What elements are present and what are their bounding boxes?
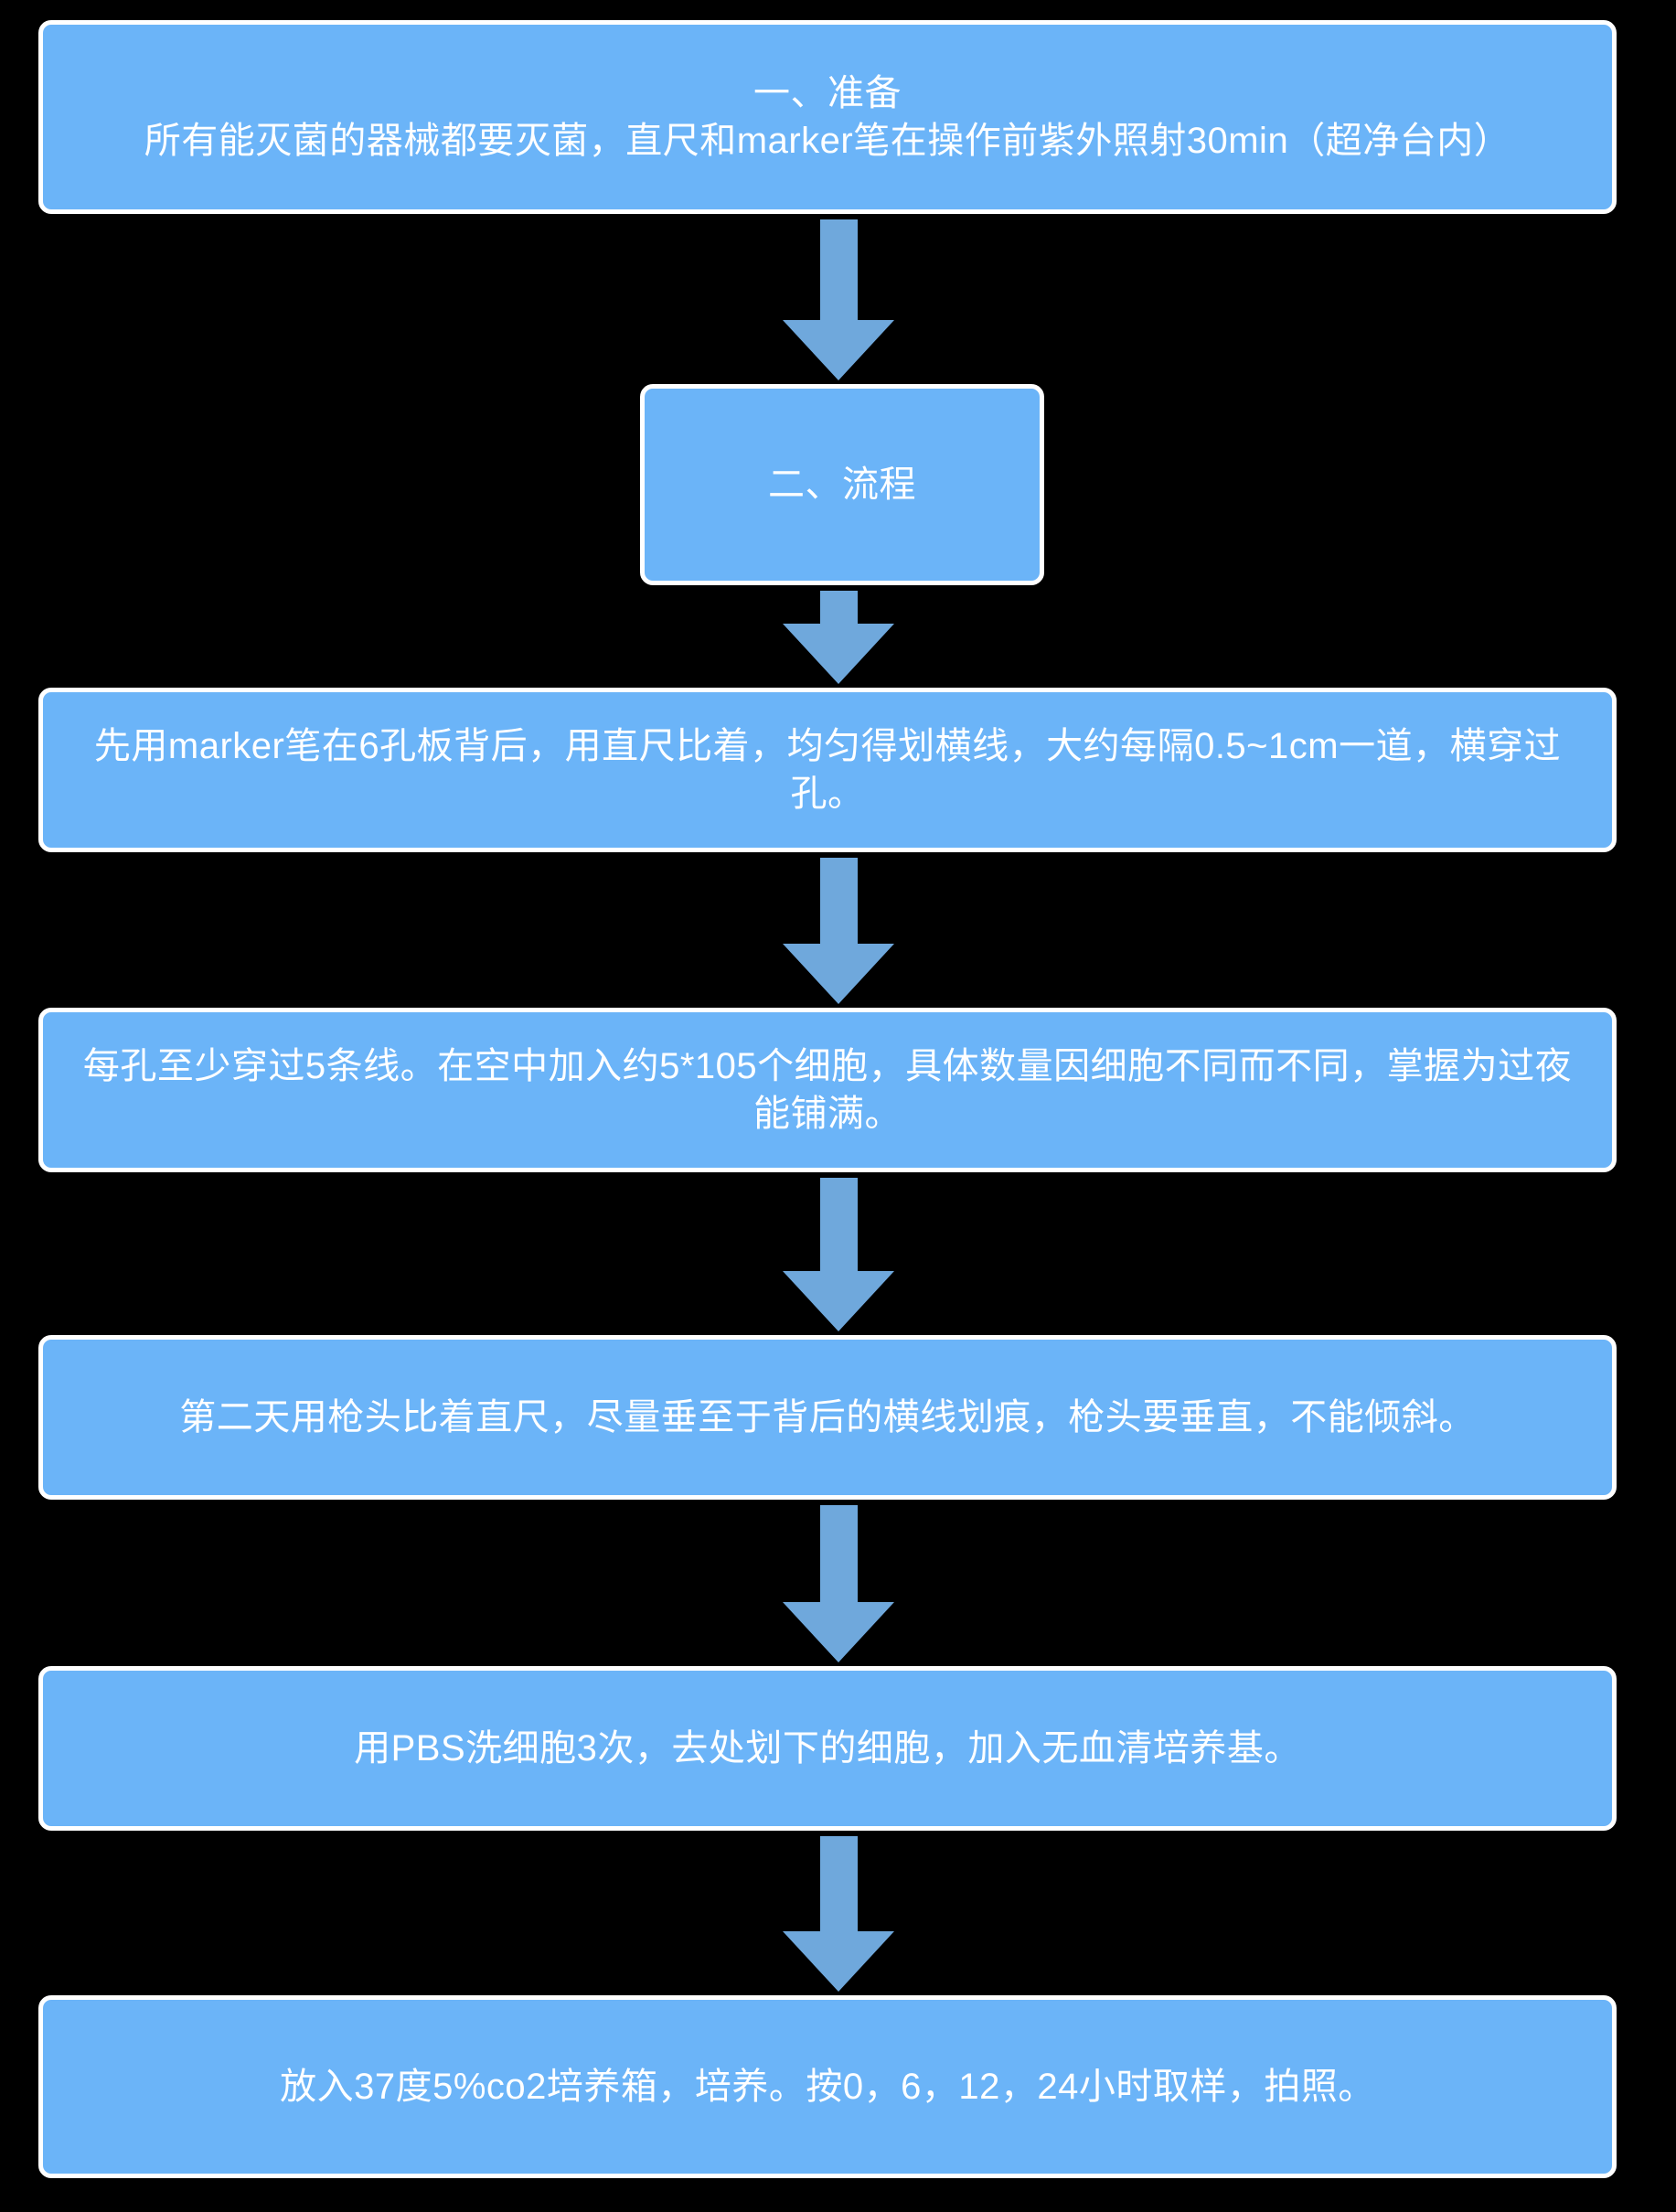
flow-node-seed-cells: 每孔至少穿过5条线。在空中加入约5*105个细胞，具体数量因细胞不同而不同，掌握… bbox=[38, 1008, 1617, 1172]
flow-node-process-section: 二、流程 bbox=[640, 384, 1044, 585]
arrow-head bbox=[783, 1271, 894, 1331]
arrow-head bbox=[783, 1602, 894, 1662]
arrow-down-icon bbox=[783, 858, 894, 1004]
flow-node-marker-lines: 先用marker笔在6孔板背后，用直尺比着，均匀得划横线，大约每隔0.5~1cm… bbox=[38, 688, 1617, 852]
flow-node-incubate: 放入37度5%co2培养箱，培养。按0，6，12，24小时取样，拍照。 bbox=[38, 1995, 1617, 2178]
arrow-head bbox=[783, 1931, 894, 1992]
arrow-down-icon bbox=[783, 1178, 894, 1331]
arrow-shaft bbox=[820, 858, 858, 944]
arrow-down-icon bbox=[783, 591, 894, 684]
arrow-down-icon bbox=[783, 1836, 894, 1992]
flow-node-scratch: 第二天用枪头比着直尺，尽量垂至于背后的横线划痕，枪头要垂直，不能倾斜。 bbox=[38, 1335, 1617, 1500]
flow-node-preparation: 一、准备 所有能灭菌的器械都要灭菌，直尺和marker笔在操作前紫外照射30mi… bbox=[38, 20, 1617, 214]
flow-node-process-section-label: 二、流程 bbox=[768, 465, 916, 505]
arrow-shaft bbox=[820, 591, 858, 624]
arrow-head bbox=[783, 624, 894, 684]
arrow-shaft bbox=[820, 219, 858, 320]
flow-node-pbs-wash-label: 用PBS洗细胞3次，去处划下的细胞，加入无血清培养基。 bbox=[354, 1728, 1301, 1769]
flow-node-incubate-label: 放入37度5%co2培养箱，培养。按0，6，12，24小时取样，拍照。 bbox=[280, 2067, 1375, 2107]
flow-node-scratch-label: 第二天用枪头比着直尺，尽量垂至于背后的横线划痕，枪头要垂直，不能倾斜。 bbox=[179, 1397, 1476, 1437]
arrow-shaft bbox=[820, 1178, 858, 1271]
flow-node-seed-cells-label: 每孔至少穿过5条线。在空中加入约5*105个细胞，具体数量因细胞不同而不同，掌握… bbox=[82, 1046, 1573, 1134]
arrow-shaft bbox=[820, 1836, 858, 1931]
flow-node-marker-lines-label: 先用marker笔在6孔板背后，用直尺比着，均匀得划横线，大约每隔0.5~1cm… bbox=[93, 726, 1562, 814]
flow-node-pbs-wash: 用PBS洗细胞3次，去处划下的细胞，加入无血清培养基。 bbox=[38, 1666, 1617, 1831]
arrow-head bbox=[783, 944, 894, 1004]
arrow-head bbox=[783, 320, 894, 380]
flow-node-preparation-label: 一、准备 所有能灭菌的器械都要灭菌，直尺和marker笔在操作前紫外照射30mi… bbox=[144, 73, 1511, 161]
arrow-down-icon bbox=[783, 1505, 894, 1662]
arrow-down-icon bbox=[783, 219, 894, 380]
arrow-shaft bbox=[820, 1505, 858, 1602]
